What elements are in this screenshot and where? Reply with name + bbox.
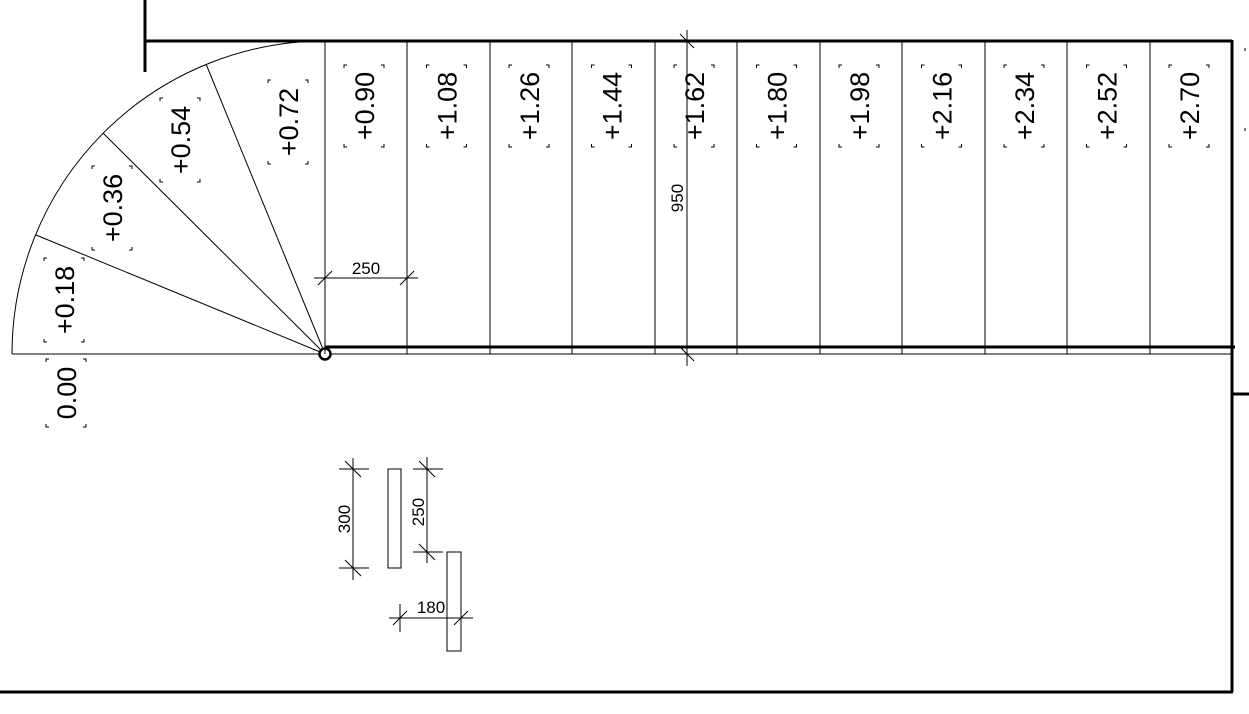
elevation-text: 0.00 <box>52 367 82 420</box>
elevation-label: +1.80 <box>756 64 797 148</box>
dimension-label: 950 <box>668 184 687 212</box>
riser-rect <box>387 468 402 569</box>
elevation-label: +0.36 <box>91 165 133 251</box>
straight-treads: +0.90 +1.08 +1.26 +1.44 +1.62 +1.80 +1.98 +2.16… <box>324 41 1210 354</box>
label-frame-corners <box>1168 64 1210 148</box>
label-frame-corners <box>1003 64 1045 148</box>
elevation-label: +1.44 <box>591 64 632 148</box>
label-frame-corners <box>673 64 715 148</box>
winder-labels: 0.00 +0.18 +0.36 +0.54 +0.72 <box>43 79 309 428</box>
label-frame-corners <box>91 165 133 251</box>
elevation-text: +0.18 <box>50 266 80 334</box>
elevation-text: +1.62 <box>680 72 710 140</box>
elevation-label: +1.08 <box>426 64 467 148</box>
dimension-stair-width: 950 <box>668 30 695 366</box>
winder-arc <box>11 40 326 355</box>
elevation-text: +0.54 <box>166 106 196 174</box>
label-frame-corners <box>159 97 201 183</box>
elevation-text: +2.34 <box>1010 72 1040 140</box>
label-frame-corners <box>508 64 550 148</box>
label-frame-corners <box>45 358 87 428</box>
label-frame-corners <box>267 79 309 165</box>
elevation-label: +1.62 <box>673 64 715 148</box>
label-frame-corners <box>921 64 962 148</box>
elevation-text: +2.70 <box>1175 72 1205 140</box>
label-frame-corners <box>1086 64 1127 148</box>
winder-line <box>35 234 326 355</box>
label-frame-corners <box>838 64 880 148</box>
elevation-label: 0.00 <box>45 358 87 428</box>
dimension-label: 250 <box>409 498 428 526</box>
elevation-label: +0.72 <box>267 79 309 165</box>
elevation-text: +1.80 <box>763 72 793 140</box>
elevation-label: +2.52 <box>1086 64 1127 148</box>
elevation-text: +2.16 <box>928 72 958 140</box>
winder-line <box>102 132 326 355</box>
elevation-text: +0.90 <box>350 72 380 140</box>
label-frame-corners <box>43 257 85 343</box>
elevation-label: +0.54 <box>159 97 201 183</box>
elevation-label: +0.90 <box>343 64 385 148</box>
elevation-label: +1.26 <box>508 64 550 148</box>
winder-line <box>205 63 326 355</box>
dimension-label: 180 <box>417 598 445 617</box>
elevation-text: +1.44 <box>598 72 628 140</box>
elevation-label: +2.16 <box>921 64 962 148</box>
label-frame-corners <box>591 64 632 148</box>
elevation-text: +0.72 <box>274 88 304 156</box>
riser-rect <box>446 551 462 652</box>
elevation-text: +2.52 <box>1093 72 1123 140</box>
dimension-tread-depth: 250 <box>314 259 418 286</box>
elevation-text: +1.98 <box>845 72 875 140</box>
elevation-label: +2.34 <box>1003 64 1045 148</box>
label-frame-corners <box>756 64 797 148</box>
walls <box>0 0 1249 694</box>
elevation-text: +1.26 <box>515 72 545 140</box>
elevation-text: +0.36 <box>98 174 128 242</box>
riser-detail: 300 250 180 <box>335 457 473 652</box>
dimension-label: 250 <box>352 259 380 278</box>
elevation-text: +1.08 <box>433 72 463 140</box>
label-frame-corners <box>343 64 385 148</box>
elevation-label: +2.70 <box>1168 64 1210 148</box>
elevation-label: +0.18 <box>43 257 85 343</box>
elevation-label: +1.98 <box>838 64 880 148</box>
dimension-label: 300 <box>335 505 354 533</box>
label-frame-corners <box>426 64 467 148</box>
